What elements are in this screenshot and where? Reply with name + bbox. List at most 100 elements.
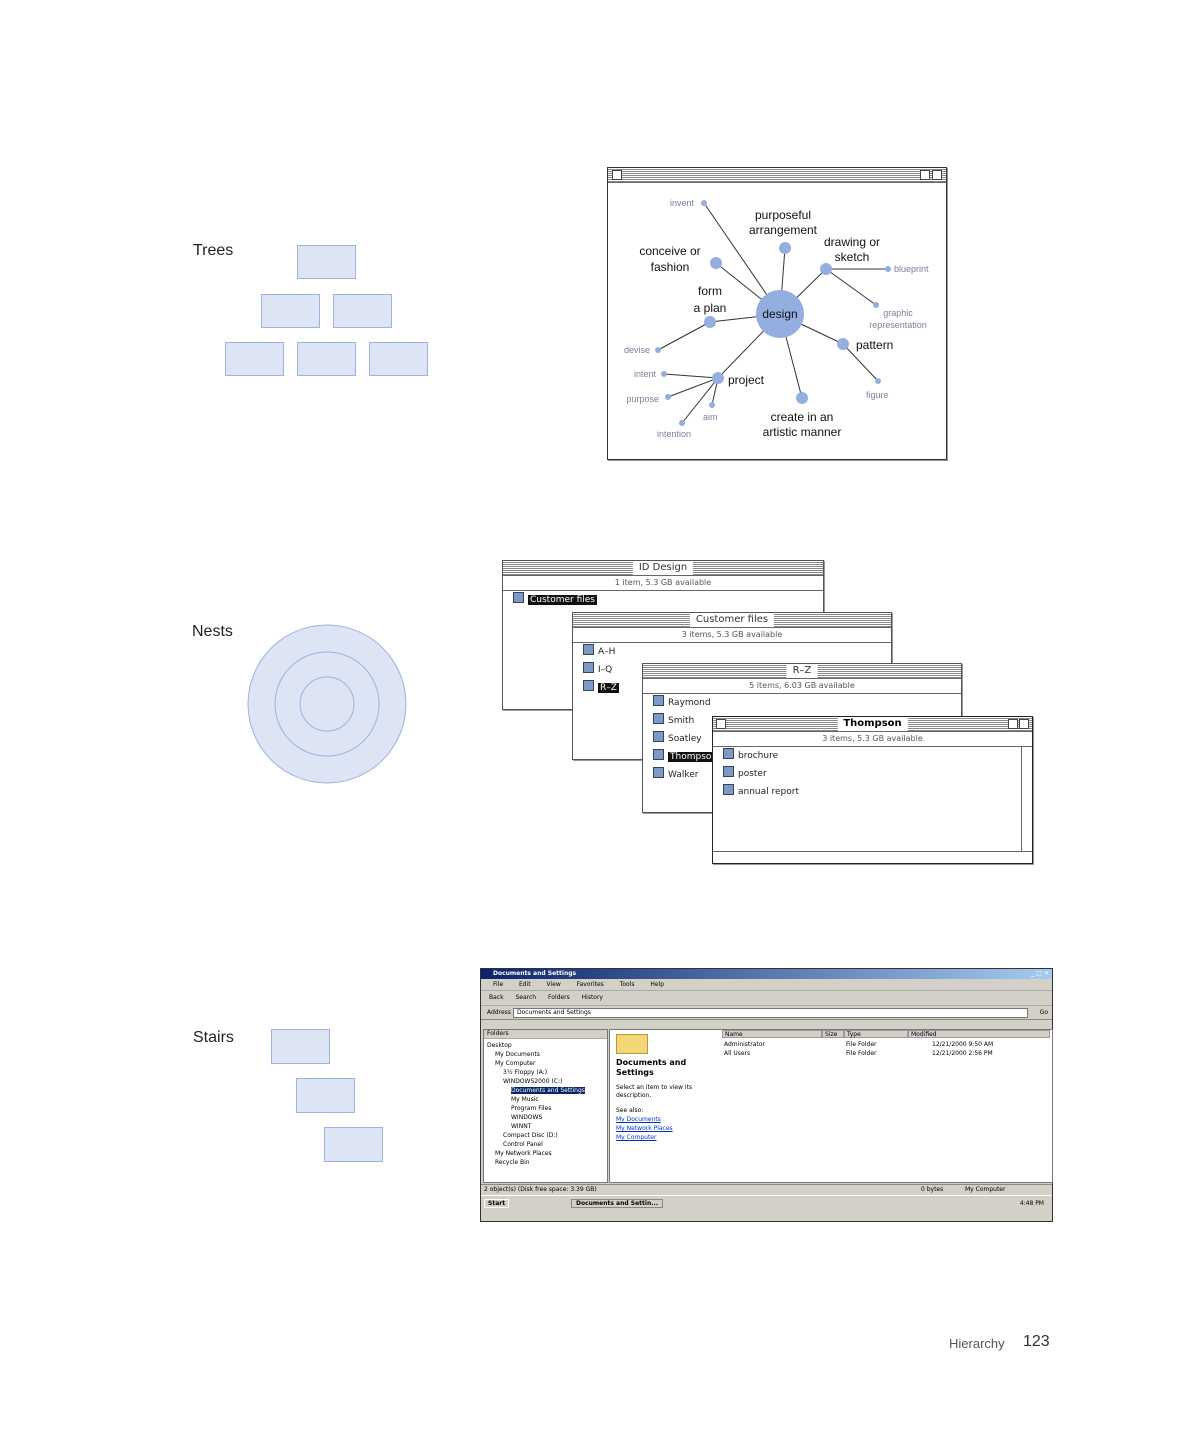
- taskbar: Start Documents and Settin... 4:48 PM: [481, 1195, 1052, 1212]
- tree-item[interactable]: Compact Disc (D:): [503, 1132, 558, 1139]
- list-item[interactable]: annual report: [713, 783, 1032, 801]
- tree-item[interactable]: 3½ Floppy (A:): [503, 1069, 548, 1076]
- folder-icon: [616, 1034, 648, 1054]
- zoom-box[interactable]: [1008, 719, 1018, 729]
- list-item[interactable]: Thompson: [643, 748, 961, 766]
- window-title: Documents and Settings: [493, 970, 577, 977]
- node-label-drawing: sketch: [835, 250, 870, 264]
- explorer-titlebar[interactable]: Documents and Settings _ □ ✕: [481, 969, 1052, 979]
- column-header-modified[interactable]: Modified: [908, 1030, 1050, 1038]
- tree-item[interactable]: My Computer: [495, 1060, 536, 1067]
- list-item[interactable]: Raymond: [643, 694, 961, 712]
- label-trees: Trees: [193, 242, 234, 259]
- address-input[interactable]: Documents and Settings: [513, 1008, 1028, 1018]
- tree-node: [333, 294, 392, 328]
- node-label-purpose: purpose: [626, 394, 659, 404]
- search-button[interactable]: Search: [515, 994, 537, 1001]
- close-box[interactable]: [612, 170, 622, 180]
- nest-ring-inner: [299, 676, 355, 732]
- tree-item[interactable]: WINDOWS: [511, 1114, 543, 1121]
- link-my-documents[interactable]: My Documents: [616, 1116, 661, 1123]
- node-label-pattern: pattern: [856, 338, 893, 352]
- window-controls[interactable]: _ □ ✕: [1031, 970, 1049, 977]
- node-label-project: project: [728, 373, 765, 387]
- back-button[interactable]: Back: [489, 994, 504, 1001]
- list-item[interactable]: Soatley: [643, 730, 961, 748]
- window-info: 3 items, 5.3 GB available: [573, 628, 891, 643]
- list-item[interactable]: Walker: [643, 766, 961, 784]
- address-label: Address: [487, 1009, 511, 1016]
- tree-item[interactable]: My Documents: [495, 1051, 540, 1058]
- mindmap-titlebar[interactable]: [608, 168, 946, 183]
- folder-icon: [653, 731, 664, 742]
- folder-icon: [723, 766, 734, 777]
- taskbar-button[interactable]: Documents and Settin...: [571, 1199, 664, 1208]
- folder-icon: [513, 592, 524, 603]
- node-label-devise: devise: [624, 345, 650, 355]
- column-header-size[interactable]: Size: [822, 1030, 844, 1038]
- folder-icon: [653, 713, 664, 724]
- panel-title: Documents and Settings: [616, 1058, 687, 1077]
- tree-item[interactable]: My Network Places: [495, 1150, 552, 1157]
- menu-tools[interactable]: Tools: [619, 981, 635, 988]
- tree-item-selected[interactable]: Documents and Settings: [511, 1087, 585, 1094]
- node-label-purposeful: arrangement: [749, 223, 818, 237]
- collapse-box[interactable]: [1019, 719, 1029, 729]
- tree-item[interactable]: WINNT: [511, 1123, 532, 1130]
- menu-file[interactable]: File: [493, 981, 504, 988]
- tree-item[interactable]: Desktop: [487, 1042, 512, 1049]
- folder-window-thompson[interactable]: Thompson 3 items, 5.3 GB available broch…: [712, 716, 1033, 864]
- link-my-network-places[interactable]: My Network Places: [616, 1125, 673, 1132]
- tree-item[interactable]: Recycle Bin: [495, 1159, 530, 1166]
- node-label-design: design: [762, 307, 797, 321]
- see-also: See also: My Documents My Network Places…: [616, 1107, 673, 1141]
- node-label-purposeful: purposeful: [755, 208, 811, 222]
- node-label-create: create in an: [771, 410, 834, 424]
- tree-node: [261, 294, 320, 328]
- menu-view[interactable]: View: [546, 981, 561, 988]
- tree-node: [369, 342, 428, 376]
- folders-button[interactable]: Folders: [548, 994, 570, 1001]
- link-my-computer[interactable]: My Computer: [616, 1134, 657, 1141]
- vertical-scrollbar[interactable]: [1021, 747, 1032, 851]
- tree-item[interactable]: My Music: [511, 1096, 539, 1103]
- mindmap-graph: design purposeful arrangement drawing or…: [624, 198, 929, 439]
- list-item[interactable]: poster: [713, 765, 1032, 783]
- tree-item[interactable]: WINDOWS2000 (C:): [503, 1078, 563, 1085]
- explorer-window[interactable]: Documents and Settings _ □ ✕ File Edit V…: [480, 968, 1053, 1222]
- list-item[interactable]: Smith: [643, 712, 961, 730]
- menu-edit[interactable]: Edit: [518, 981, 531, 988]
- start-button[interactable]: Start: [484, 1199, 510, 1208]
- list-item[interactable]: I–Q: [573, 661, 891, 679]
- column-header-name[interactable]: Name: [722, 1030, 822, 1038]
- tree-node-root: [297, 245, 356, 279]
- node-label-form: a plan: [694, 301, 727, 315]
- node-label-invent: invent: [670, 198, 695, 208]
- history-button[interactable]: History: [581, 994, 603, 1001]
- menu-favorites[interactable]: Favorites: [576, 981, 604, 988]
- window-info: 5 items, 6.03 GB available: [643, 679, 961, 694]
- close-box[interactable]: [716, 719, 726, 729]
- list-item[interactable]: brochure: [713, 747, 1032, 765]
- menu-help[interactable]: Help: [650, 981, 665, 988]
- collapse-box[interactable]: [932, 170, 942, 180]
- list-item[interactable]: A–H: [573, 643, 891, 661]
- list-item[interactable]: R–Z: [573, 679, 891, 697]
- tree-node: [297, 342, 356, 376]
- label-stairs: Stairs: [193, 1029, 234, 1046]
- horizontal-scrollbar[interactable]: [713, 851, 1032, 863]
- folders-pane: Folders Desktop My Documents My Computer…: [483, 1029, 608, 1183]
- tree-item[interactable]: Control Panel: [503, 1141, 543, 1148]
- go-button[interactable]: Go: [1039, 1009, 1048, 1016]
- label-nests: Nests: [192, 623, 233, 640]
- node-label-form: form: [698, 284, 722, 298]
- window-title: Thompson: [837, 717, 908, 731]
- address-bar: Address Documents and Settings Go: [481, 1006, 1052, 1020]
- tree-item[interactable]: Program Files: [511, 1105, 552, 1112]
- node-label-graphic: graphic: [883, 308, 913, 318]
- list-item[interactable]: Customer files: [503, 591, 823, 609]
- column-header-type[interactable]: Type: [844, 1030, 908, 1038]
- zoom-box[interactable]: [920, 170, 930, 180]
